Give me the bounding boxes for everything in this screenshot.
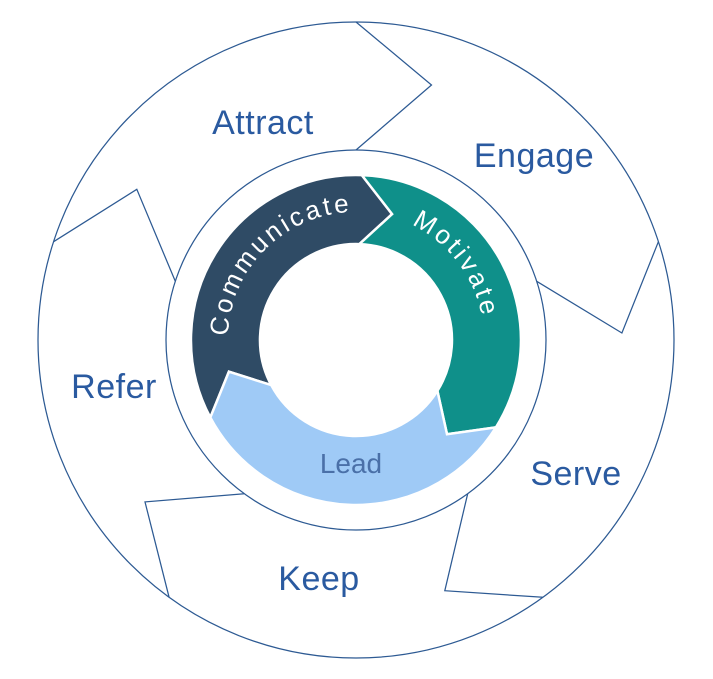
outer-segment-label-attract: Attract — [212, 104, 314, 142]
outer-segment-label-refer: Refer — [71, 368, 157, 406]
outer-segment-label-keep: Keep — [278, 560, 359, 598]
inner-segment-motivate — [356, 173, 523, 436]
inner-segment-communicate — [189, 173, 394, 421]
outer-segment-divider-arrow — [144, 493, 245, 598]
outer-segment-divider-arrow — [536, 241, 659, 334]
outer-segment-divider-arrow — [355, 21, 433, 151]
outer-segment-label-serve: Serve — [530, 455, 621, 493]
outer-segment-label-engage: Engage — [474, 137, 594, 175]
outer-segment-divider-arrow — [53, 188, 176, 282]
inner-segment-label-lead: Lead — [320, 448, 382, 479]
inner-segment-lead — [208, 370, 499, 507]
outer-segment-divider-arrow — [444, 493, 543, 598]
